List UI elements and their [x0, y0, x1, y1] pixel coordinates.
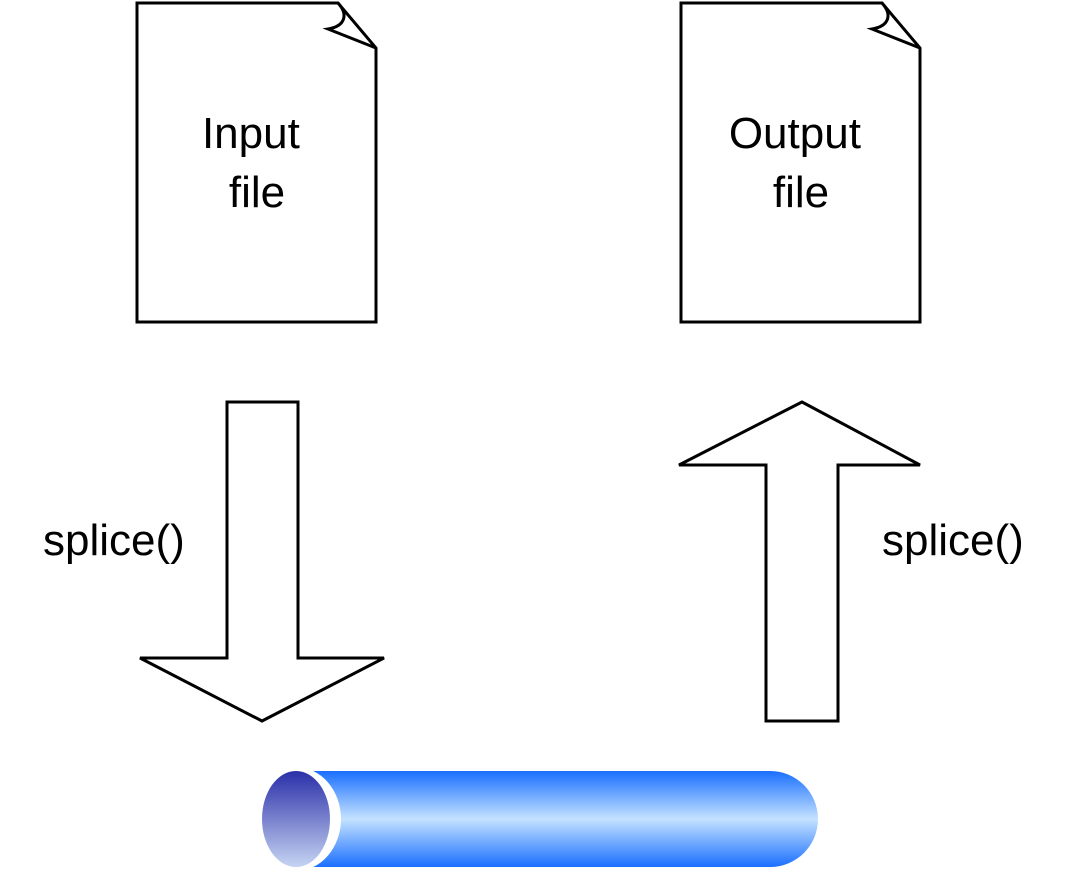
input-file-node: Input file: [135, 1, 378, 324]
right-splice-arrow: splice(): [678, 400, 1024, 723]
output-file-label-line2: file: [773, 168, 829, 217]
right-splice-label: splice(): [882, 516, 1024, 565]
input-file-label: Input file: [202, 109, 312, 217]
left-splice-label: splice(): [43, 516, 185, 565]
output-file-fold: [866, 1, 921, 50]
down-arrow-shape: [139, 400, 385, 723]
pipe-cap: [262, 771, 330, 867]
pipe-node: [251, 767, 818, 871]
input-file-fold: [322, 1, 377, 50]
output-file-node: Output file: [679, 1, 922, 324]
pipe-body: [296, 771, 818, 867]
output-file-label-line1: Output: [729, 109, 861, 158]
input-file-label-line2: file: [229, 168, 285, 217]
input-file-label-line1: Input: [202, 109, 300, 158]
input-file-shape: [135, 1, 378, 324]
output-file-shape: [679, 1, 922, 324]
output-file-label: Output file: [729, 109, 873, 217]
left-splice-arrow: splice(): [43, 400, 385, 723]
up-arrow-shape: [678, 400, 921, 723]
